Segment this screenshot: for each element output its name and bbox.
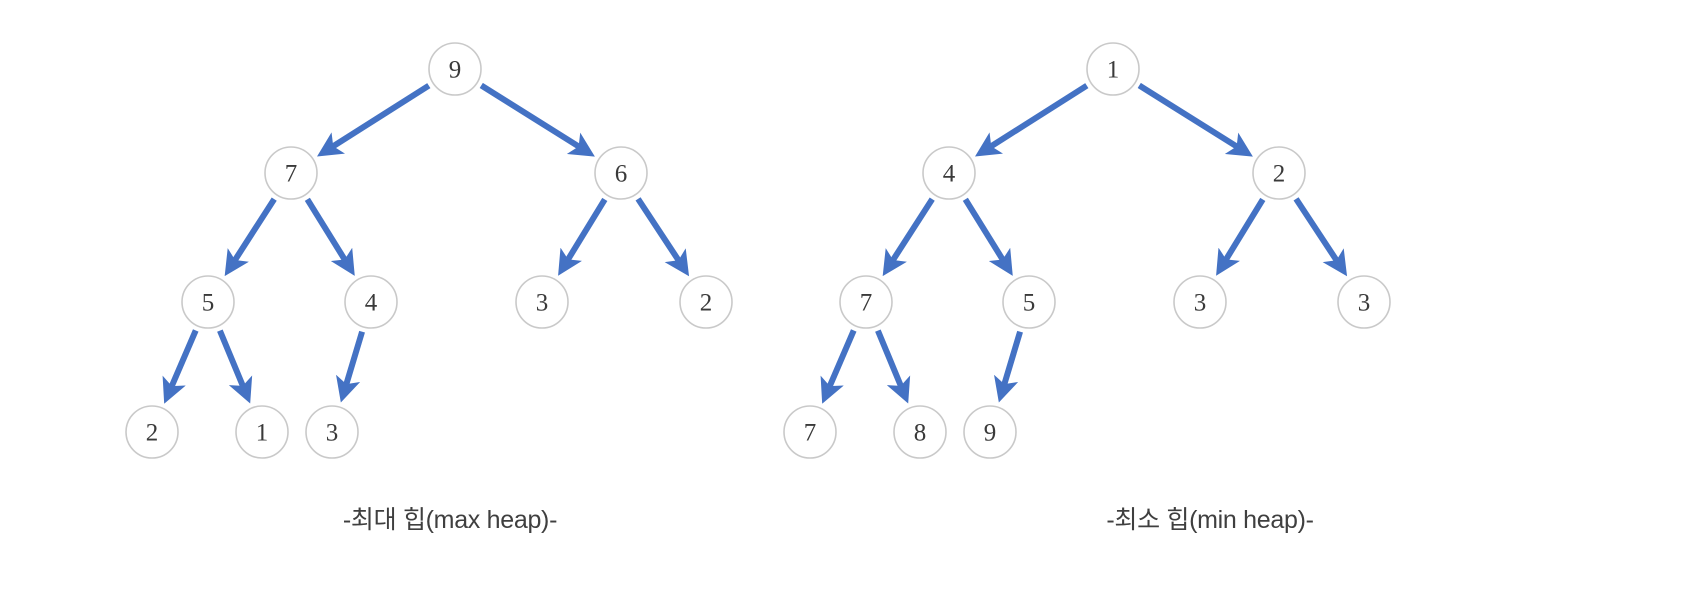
- node-circle: [235, 405, 289, 459]
- tree-edge-R000-to-R0001: [875, 329, 911, 404]
- tree-node-max-heap-L010: 3: [515, 275, 569, 329]
- tree-edge-R00-to-R000: [882, 197, 935, 277]
- tree-node-min-heap-R0010: 9: [963, 405, 1017, 459]
- node-circle: [922, 146, 976, 200]
- node-circle: [515, 275, 569, 329]
- tree-edge-L01-to-L010: [558, 197, 608, 276]
- tree-edge-L00-to-L001: [304, 197, 355, 276]
- node-circle: [1002, 275, 1056, 329]
- tree-node-min-heap-R00: 4: [922, 146, 976, 200]
- tree-edge-L001-to-L0010: [336, 330, 365, 403]
- node-value-label: 2: [146, 420, 159, 447]
- node-value-label: 6: [615, 161, 628, 188]
- node-value-label: 9: [449, 57, 462, 84]
- node-value-label: 8: [914, 420, 927, 447]
- node-value-label: 7: [860, 290, 873, 317]
- tree-edge-L0-to-L00: [317, 83, 431, 157]
- node-value-label: 3: [1194, 290, 1207, 317]
- node-value-label: 3: [1358, 290, 1371, 317]
- node-value-label: 7: [804, 420, 817, 447]
- node-circle: [344, 275, 398, 329]
- tree-node-max-heap-L00: 7: [264, 146, 318, 200]
- node-value-label: 3: [536, 290, 549, 317]
- tree-edge-R000-to-R0000: [820, 329, 857, 404]
- tree-node-min-heap-R001: 5: [1002, 275, 1056, 329]
- tree-node-max-heap-L000: 5: [181, 275, 235, 329]
- node-circle: [783, 405, 837, 459]
- tree-edge-L00-to-L000: [224, 197, 277, 277]
- node-value-label: 5: [1023, 290, 1036, 317]
- tree-node-min-heap-R011: 3: [1337, 275, 1391, 329]
- tree-node-min-heap-R000: 7: [839, 275, 893, 329]
- node-circle: [1252, 146, 1306, 200]
- node-circle: [125, 405, 179, 459]
- tree-edge-R0-to-R01: [1137, 82, 1253, 157]
- node-value-label: 3: [326, 420, 339, 447]
- tree-edge-R001-to-R0010: [994, 330, 1023, 403]
- tree-node-max-heap-L0: 9: [428, 42, 482, 96]
- node-value-label: 4: [943, 161, 956, 188]
- node-circle: [428, 42, 482, 96]
- node-circle: [679, 275, 733, 329]
- tree-edge-R0-to-R00: [975, 83, 1089, 157]
- edges-layer: [162, 82, 1348, 404]
- tree-edge-L0-to-L01: [479, 82, 595, 157]
- nodes-layer: 9 7 6 5 4 3 2 2 1 3 1 4 2 7 5 3 3 7 8 9: [125, 42, 1391, 459]
- tree-node-max-heap-L0010: 3: [305, 405, 359, 459]
- tree-node-min-heap-R0: 1: [1086, 42, 1140, 96]
- tree-node-max-heap-L0001: 1: [235, 405, 289, 459]
- tree-node-min-heap-R0001: 8: [893, 405, 947, 459]
- node-circle: [594, 146, 648, 200]
- node-circle: [1173, 275, 1227, 329]
- node-value-label: 9: [984, 420, 997, 447]
- caption-max-heap: -최대 힙(max heap)-: [342, 506, 558, 534]
- node-value-label: 5: [202, 290, 215, 317]
- node-circle: [963, 405, 1017, 459]
- tree-node-min-heap-R010: 3: [1173, 275, 1227, 329]
- tree-edge-R01-to-R010: [1216, 197, 1266, 276]
- tree-node-min-heap-R01: 2: [1252, 146, 1306, 200]
- node-value-label: 1: [256, 420, 269, 447]
- node-value-label: 1: [1107, 57, 1120, 84]
- tree-node-min-heap-R0000: 7: [783, 405, 837, 459]
- tree-edge-L000-to-L0000: [162, 329, 199, 404]
- node-circle: [893, 405, 947, 459]
- tree-edge-L01-to-L011: [635, 197, 690, 277]
- tree-edge-R00-to-R001: [962, 197, 1013, 276]
- node-circle: [264, 146, 318, 200]
- node-circle: [839, 275, 893, 329]
- tree-edge-R01-to-R011: [1293, 197, 1348, 277]
- tree-edge-L000-to-L0001: [217, 329, 253, 404]
- tree-node-max-heap-L001: 4: [344, 275, 398, 329]
- node-value-label: 2: [700, 290, 713, 317]
- tree-node-max-heap-L011: 2: [679, 275, 733, 329]
- node-value-label: 2: [1273, 161, 1286, 188]
- tree-node-max-heap-L01: 6: [594, 146, 648, 200]
- node-circle: [1086, 42, 1140, 96]
- node-value-label: 7: [285, 161, 298, 188]
- node-circle: [305, 405, 359, 459]
- caption-min-heap: -최소 힙(min heap)-: [1106, 506, 1314, 534]
- node-circle: [1337, 275, 1391, 329]
- node-value-label: 4: [365, 290, 378, 317]
- node-circle: [181, 275, 235, 329]
- tree-node-max-heap-L0000: 2: [125, 405, 179, 459]
